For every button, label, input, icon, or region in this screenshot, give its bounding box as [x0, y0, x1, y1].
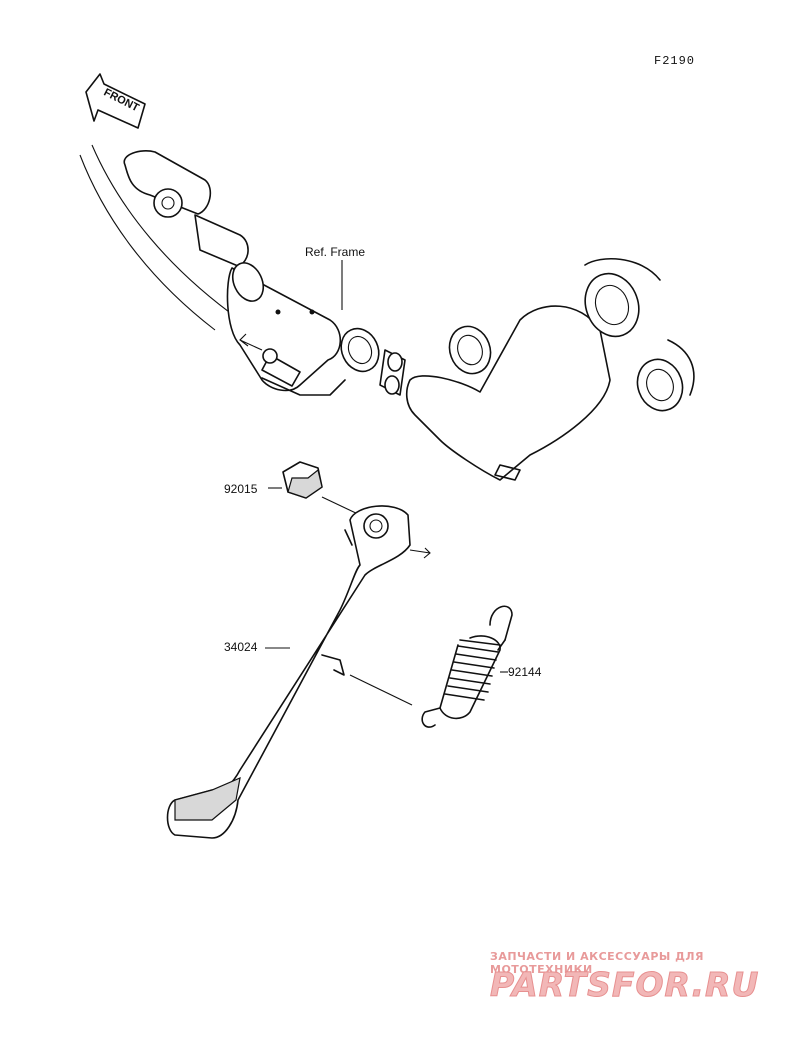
watermark-tagline: ЗАПЧАСТИ И АКСЕССУАРЫ ДЛЯ МОТОТЕХНИКИ [490, 950, 705, 976]
frame-bracket [123, 150, 406, 396]
mount-bracket [405, 257, 695, 481]
part-number-spring: 92144 [508, 665, 542, 679]
watermark-logo: PARTSFOR.RU [489, 965, 760, 1005]
diagram-code: F2190 [654, 54, 696, 68]
ref-frame-label: Ref. Frame [305, 245, 366, 259]
nut-part [268, 461, 361, 516]
part-number-nut: 92015 [224, 482, 258, 496]
front-arrow-icon: FRONT [85, 73, 146, 129]
side-stand-part [166, 505, 431, 839]
part-number-side-stand: 34024 [224, 640, 258, 654]
frame-outline [91, 144, 241, 321]
spring-part [349, 605, 513, 728]
